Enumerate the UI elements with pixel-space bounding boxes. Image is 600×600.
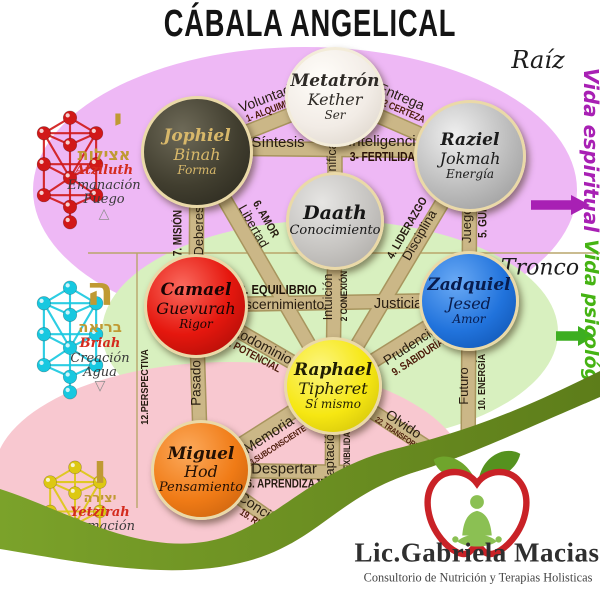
sephira-name: Hod — [184, 462, 218, 482]
angel-name: Miguel — [167, 443, 235, 464]
hebrew-letter: ו — [93, 447, 107, 493]
path-quality: Justicia — [373, 296, 423, 313]
sephira-daath: Daath Conocimiento — [286, 172, 384, 270]
world-meaning: Creación — [70, 351, 130, 366]
path-quality: Intuición — [321, 273, 336, 321]
sephira-jokmah: Raziel Jokmah Energía — [414, 100, 526, 212]
angel-name: Raphael — [293, 360, 373, 381]
path-quality: Pasado — [188, 360, 204, 406]
world-name: Briah — [79, 336, 121, 351]
path-quality: Futuro — [455, 367, 471, 405]
hebrew-word: אצילות — [77, 145, 131, 164]
vida-espiritual-label: Vida espiritual — [579, 67, 600, 233]
path-label-justicia: Justicia — [373, 296, 423, 313]
path-label-conexion: 2 CONEXIÓN — [338, 267, 350, 326]
angel-name: Camael — [160, 280, 232, 301]
sephira-attribute: Pensamiento — [158, 479, 244, 495]
path-label-equilibrio: 8. EQUILIBRIO Discernimiento — [231, 282, 325, 313]
world-meaning: Emanación — [67, 178, 141, 193]
world-name: Yetzirah — [70, 505, 130, 520]
sephira-binah: Jophiel Binah Forma — [141, 96, 253, 208]
path-label-mision: 7. MISIÓN — [173, 206, 186, 260]
path-number: 7. MISIÓN — [172, 209, 185, 257]
angel-name: Jophiel — [163, 126, 231, 147]
zone-label-raiz: Raíz — [511, 46, 565, 74]
path-quality: Síntesis — [251, 133, 305, 151]
hebrew-word: בריאה — [78, 318, 122, 336]
spiritual-arrow-icon — [531, 195, 590, 215]
path-label-sintesis: Síntesis — [251, 133, 305, 152]
sephira-tipheret: Raphael Tipheret Sí mismo — [284, 337, 382, 435]
hebrew-letter: י — [113, 101, 123, 139]
sephira-name: Conocimiento — [289, 223, 381, 239]
path-label-deberes: Deberes — [190, 206, 206, 256]
path-quality: Discernimiento — [231, 296, 325, 313]
angel-name: Raziel — [440, 130, 500, 151]
sephira-attribute: Rigor — [179, 316, 213, 331]
logo-practitioner-name: Lic.Gabriela Macias — [354, 537, 600, 568]
path-number: FLEXIBILIDAD — [342, 426, 353, 480]
path-number: 10. ENERGÍA — [476, 353, 489, 411]
path-number: 2 CONEXIÓN — [338, 270, 350, 322]
sephira-name: Kether — [307, 89, 363, 109]
path-label-inteligencia: Inteligencia 3- FERTILIDAD — [343, 132, 429, 164]
sephira-attribute: Forma — [177, 162, 217, 177]
sephira-attribute: Amor — [452, 311, 486, 326]
angel-name: Metatrón — [290, 71, 380, 92]
sephira-attribute: Ser — [324, 107, 346, 122]
path-number: 3- FERTILIDAD — [349, 149, 423, 164]
sephira-attribute: Sí mismo — [305, 396, 361, 411]
zone-label-tronco: Tronco — [500, 255, 580, 281]
sephira-jesed: Zadquiel Jesed Amor — [419, 251, 519, 351]
hebrew-word: יצירה — [83, 491, 117, 506]
sephira-attribute: Energía — [446, 166, 494, 181]
sephira-guevurah: Camael Guevurah Rigor — [144, 254, 248, 358]
sephira-kether: Metatrón Kether Ser — [285, 47, 385, 147]
logo-tagline: Consultorio de Nutrición y Terapias Holi… — [363, 570, 593, 585]
path-label-futuro: Futuro — [455, 367, 471, 405]
fire-symbol-icon: △ — [98, 205, 110, 221]
path-label-pasado: Pasado — [188, 360, 205, 406]
sephira-name: Jokmah — [439, 148, 501, 168]
world-meaning: Formación — [64, 519, 136, 534]
path-number: 16. APRENDIZAJE — [241, 477, 327, 490]
world-element: Aire — [86, 533, 114, 548]
water-symbol-icon: ▽ — [94, 377, 106, 393]
world-element: Fuego — [83, 192, 125, 207]
hebrew-letter: ה — [86, 269, 114, 315]
sephira-name: Binah — [173, 144, 221, 164]
path-label-intuicion: Intuición — [321, 273, 336, 321]
sephira-name: Tipheret — [298, 378, 368, 398]
mini-tree-atziluth — [36, 110, 104, 230]
path-label-energia10: 10. ENERGÍA — [476, 349, 489, 414]
path-quality: Despertar — [251, 460, 317, 478]
page-title: CÁBALA ANGELICAL — [163, 2, 457, 45]
vida-psicologica-label: Vida psicológica — [580, 239, 600, 413]
sephira-name: Guevurah — [156, 298, 236, 318]
sephira-hod: Miguel Hod Pensamiento — [151, 420, 251, 520]
world-name: Atziluth — [74, 163, 134, 178]
angel-name: Zadquiel — [427, 275, 511, 296]
angel-name: Daath — [303, 202, 367, 225]
psychological-arrow-icon — [556, 326, 595, 346]
sephira-name: Jesed — [447, 293, 491, 313]
path-number: 8. EQUILIBRIO — [239, 282, 317, 298]
path-quality: Deberes — [190, 206, 206, 256]
path-quality: Inteligencia — [348, 132, 424, 150]
